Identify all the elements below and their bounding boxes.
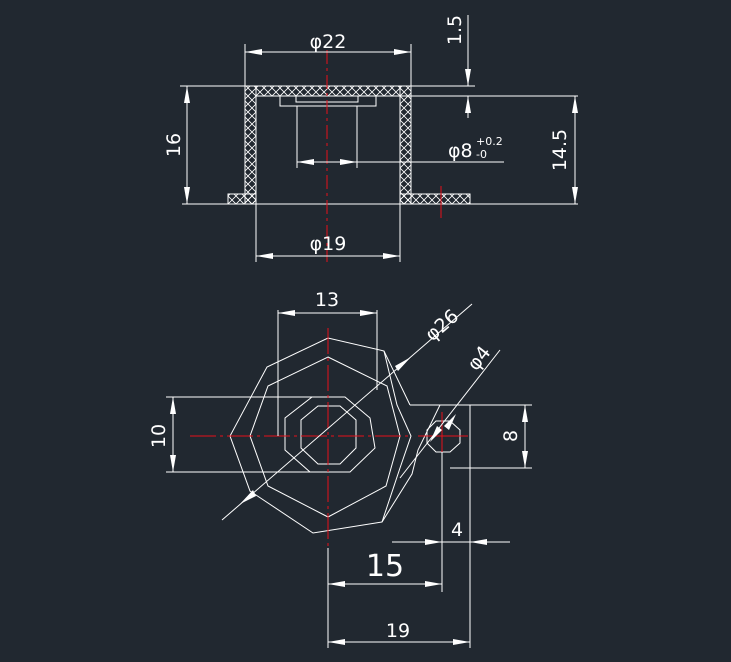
top-rim-hatch [255, 85, 401, 97]
right-flange-hatch [399, 193, 471, 205]
dim-plan-outer-diameter: φ26 [421, 305, 463, 346]
dim-offset-total: 19 [386, 620, 410, 642]
left-flange-hatch [227, 193, 257, 205]
dim-plan-height: 10 [148, 424, 170, 448]
hole-octagon [300, 405, 357, 465]
outer-profile [229, 337, 441, 534]
dim-top-hole-tol-upper: +0.2 [476, 135, 503, 148]
dim-top-diameter: φ22 [310, 31, 347, 53]
dim-top-height: 16 [163, 133, 185, 157]
dim-top-wall: 1.5 [444, 15, 466, 45]
dim-bottom-diameter: φ19 [310, 233, 347, 255]
dim-offset-hole: 15 [366, 549, 404, 584]
dim-top-hole: φ8 [448, 140, 473, 162]
dim-top-hole-tol-lower: -0 [476, 148, 487, 161]
dim-plan-hole: φ4 [463, 342, 495, 375]
dim-tab-width: 4 [451, 519, 463, 541]
right-wall-hatch [399, 85, 412, 205]
dim-plan-width: 13 [315, 289, 339, 311]
dim-tab-height: 8 [500, 430, 522, 442]
small-hole [426, 420, 461, 453]
inner-profile [381, 350, 412, 523]
inner-octagon [284, 396, 376, 473]
section-view: φ22 16 1.5 14.5 φ8 +0.2 -0 φ19 [163, 15, 578, 262]
dim-top-inner-height: 14.5 [549, 129, 571, 171]
plan-view: 13 φ26 φ4 10 8 4 [148, 289, 532, 648]
left-wall-hatch [244, 85, 257, 205]
